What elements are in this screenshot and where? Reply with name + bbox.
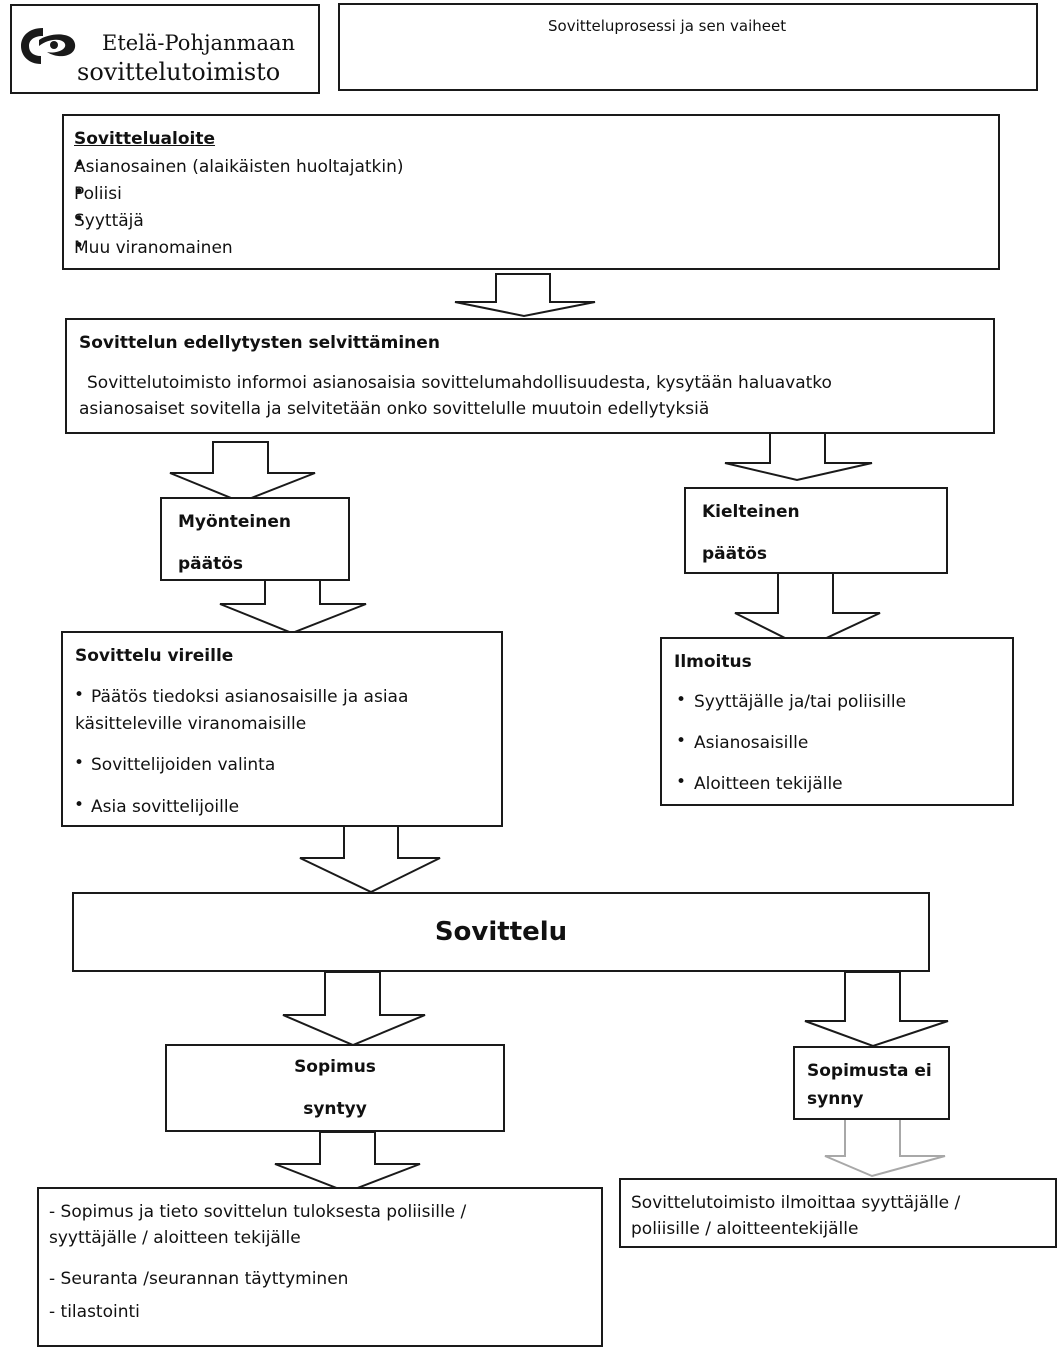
preconditions-title: Sovittelun edellytysten selvittäminen — [79, 333, 440, 353]
title-box: Sovitteluprosessi ja sen vaiheet — [338, 3, 1038, 91]
bullet: • — [74, 753, 85, 773]
pending-item-1-line-1: Päätös tiedoksi asianosaisille ja asiaa — [91, 687, 409, 707]
preconditions-box: Sovittelun edellytysten selvittäminen So… — [65, 318, 995, 434]
bullet: • — [74, 209, 85, 229]
initiative-item: Asianosainen (alaikäisten huoltajatkin) — [74, 157, 404, 177]
arrow-preconditions-to-negative — [724, 431, 873, 482]
bullet: • — [676, 772, 687, 792]
initiative-title: Sovittelualoite — [74, 129, 216, 149]
results-item-3: - tilastointi — [49, 1302, 140, 1322]
positive-decision-box: Myönteinen päätös — [160, 497, 350, 581]
notice-item: Aloitteen tekijälle — [694, 774, 843, 794]
logo-box: Etelä-Pohjanmaan sovittelutoimisto — [10, 4, 320, 94]
pending-item-2: Sovittelijoiden valinta — [91, 755, 276, 775]
negative-decision-line-2: päätös — [702, 544, 768, 564]
initiative-item: Poliisi — [74, 184, 122, 204]
positive-decision-line-2: päätös — [178, 554, 244, 574]
agreement-results-box: - Sopimus ja tieto sovittelun tuloksesta… — [37, 1187, 603, 1347]
bullet: • — [676, 690, 687, 710]
preconditions-text-line-1: Sovittelutoimisto informoi asianosaisia … — [87, 373, 832, 393]
pending-item-1-line-2: käsitteleville viranomaisille — [75, 714, 307, 734]
no-agreement-box: Sopimusta ei synny — [793, 1046, 950, 1120]
mediation-title: Sovittelu — [434, 917, 568, 947]
arrow-agreement-to-results — [274, 1131, 421, 1194]
positive-decision-line-1: Myönteinen — [178, 512, 291, 532]
notice-box: Ilmoitus Syyttäjälle ja/tai poliisille A… — [660, 637, 1014, 806]
agreement-line-1: Sopimus — [294, 1057, 376, 1077]
results-item-2: - Seuranta /seurannan täyttyminen — [49, 1269, 349, 1289]
bullet: • — [74, 236, 85, 256]
notice-item: Syyttäjälle ja/tai poliisille — [694, 692, 907, 712]
arrow-no-agreement-to-notify — [824, 1117, 946, 1178]
page-title: Sovitteluprosessi ja sen vaiheet — [548, 17, 787, 35]
agreement-box: Sopimus syntyy — [165, 1044, 505, 1132]
notify-line-1: Sovittelutoimisto ilmoittaa syyttäjälle … — [631, 1193, 961, 1213]
bullet: • — [74, 795, 85, 815]
pending-title: Sovittelu vireille — [75, 646, 234, 666]
no-agreement-notify-box: Sovittelutoimisto ilmoittaa syyttäjälle … — [619, 1178, 1057, 1248]
notice-title: Ilmoitus — [674, 652, 752, 672]
arrow-preconditions-to-positive — [169, 441, 316, 504]
mediation-box: Sovittelu — [72, 892, 930, 972]
negative-decision-line-1: Kielteinen — [702, 502, 800, 522]
no-agreement-line-2: synny — [807, 1089, 864, 1109]
initiative-box: Sovittelualoite Asianosainen (alaikäiste… — [62, 114, 1000, 270]
results-item-1-line-1: - Sopimus ja tieto sovittelun tuloksesta… — [49, 1202, 467, 1222]
results-item-1-line-2: syyttäjälle / aloitteen tekijälle — [49, 1228, 301, 1248]
pending-box: Sovittelu vireille Päätös tiedoksi asian… — [61, 631, 503, 827]
pending-item-3: Asia sovittelijoille — [91, 797, 240, 817]
initiative-item: Muu viranomainen — [74, 238, 233, 258]
initiative-item: Syyttäjä — [74, 211, 144, 231]
bullet: • — [74, 182, 85, 202]
bullet: • — [74, 685, 85, 705]
arrow-negative-to-notice — [734, 572, 881, 650]
preconditions-text-line-2: asianosaiset sovitella ja selvitetään on… — [79, 399, 710, 419]
negative-decision-box: Kielteinen päätös — [684, 487, 948, 574]
logo-line-2: sovittelutoimisto — [77, 58, 281, 86]
no-agreement-line-1: Sopimusta ei — [807, 1061, 932, 1081]
notify-line-2: poliisille / aloitteentekijälle — [631, 1219, 859, 1239]
bullet: • — [74, 155, 85, 175]
arrow-initiative-to-preconditions — [454, 273, 596, 318]
bullet: • — [676, 731, 687, 751]
logo-icon — [21, 28, 76, 64]
arrow-mediation-to-agreement — [282, 971, 426, 1047]
agreement-line-2: syntyy — [303, 1099, 367, 1119]
arrow-mediation-to-no-agreement — [804, 971, 949, 1048]
notice-item: Asianosaisille — [694, 733, 809, 753]
logo-line-1: Etelä-Pohjanmaan — [102, 31, 296, 55]
